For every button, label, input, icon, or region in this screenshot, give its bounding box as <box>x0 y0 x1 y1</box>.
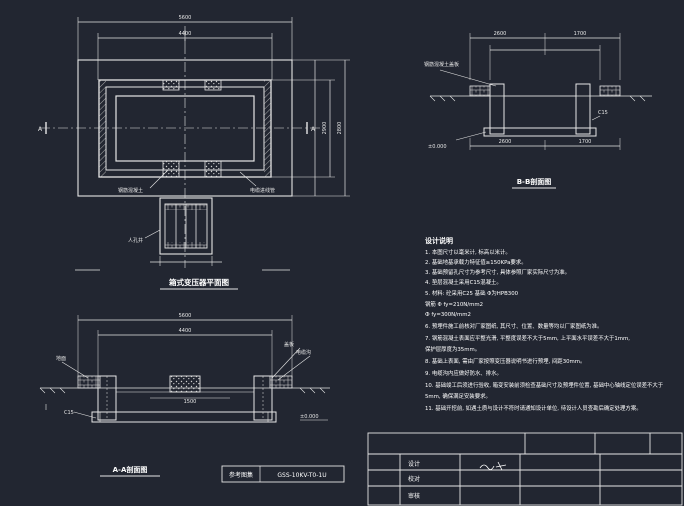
section-a-label-c15: C15 <box>64 410 74 416</box>
plan-dim-overall: 5600 <box>179 15 192 21</box>
notes-list: 1. 本图尺寸以毫米计, 标高以米计。 2. 基础地基承载力特征值≥150KPa… <box>425 248 664 412</box>
note-item: 3. 基础预留孔尺寸为参考尺寸, 具体参照厂家实际尺寸为准。 <box>425 268 570 276</box>
title-block-row3: 审核 <box>408 492 420 500</box>
note-item: 9. 电缆沟内应做好防水、排水。 <box>425 369 502 377</box>
note-item: Ф fy=300N/mm2 <box>425 312 471 318</box>
reference-label: 参考图集 <box>229 471 253 479</box>
note-item: 钢筋 Φ fy=210N/mm2 <box>425 300 483 308</box>
plan-title: 箱式变压器平面图 <box>169 277 229 287</box>
note-item: 5mm, 确保满足安装要求。 <box>425 392 491 400</box>
title-block-row2: 校对 <box>408 475 420 483</box>
plan-section-mark-left: A <box>38 126 43 133</box>
plan-section-mark-right: A <box>311 126 316 133</box>
note-item: 11. 基础开挖前, 如遇土质与设计不符时请通知设计单位, 待设计人员查勘后确定… <box>425 404 642 412</box>
plan-label-duct: 电缆进线管 <box>250 187 275 194</box>
plan-label-fence: 钢筋混凝土 <box>118 187 143 194</box>
section-a-title: A-A剖面图 <box>113 465 148 474</box>
note-item: 4. 垫层混凝土采用C15混凝土。 <box>425 278 502 286</box>
note-item: 2. 基础地基承载力特征值≥150KPa要求。 <box>425 258 527 266</box>
section-a-label-level: ±0.000 <box>300 414 319 420</box>
note-item: 10. 基础竣工后须进行验收, 箱变安装前须检查基础尺寸及预埋件位置, 基础中心… <box>425 381 664 389</box>
notes-heading: 设计说明 <box>425 236 453 245</box>
plan-label-pit: 人孔井 <box>128 237 143 244</box>
plan-dim-right-b: 2800 <box>337 122 343 135</box>
plan-view <box>40 17 350 271</box>
section-a-label-ground: 地面 <box>56 355 66 362</box>
section-b-dim-3: 2600 <box>499 139 512 145</box>
plan-dim-right-a: 2900 <box>322 122 328 135</box>
title-block <box>367 432 683 506</box>
section-a-label-cable: 电缆沟 <box>296 349 311 356</box>
note-item: 6. 预埋件施工前核对厂家图纸, 其尺寸、位置、数量等均以厂家图纸为准。 <box>425 322 602 330</box>
section-a-view <box>39 315 330 423</box>
section-b-label-level: ±0.000 <box>428 144 447 150</box>
note-item: 5. 材料: 砼采用C25 基础 Φ为HPB300 <box>425 289 519 297</box>
section-a-label-cover: 盖板 <box>284 341 294 348</box>
note-item: 保护层厚度为35mm。 <box>425 345 480 353</box>
signature-mark <box>479 461 507 471</box>
section-b-dim-4: 1700 <box>579 139 592 145</box>
section-b-dim-1: 2600 <box>494 31 507 37</box>
section-a-dim-1: 5600 <box>179 313 192 319</box>
section-b-label-c15: C15 <box>598 110 608 116</box>
note-item: 7. 钢筋混凝土表面应平整光滑, 平整度误差不大于5mm, 上平面水平误差不大于… <box>425 334 630 342</box>
title-block-row1: 设计 <box>408 460 420 468</box>
note-item: 8. 基础上表面, 需由厂家按照变压器说明书进行预埋, 间距30mm。 <box>425 357 585 365</box>
section-b-view <box>429 33 652 150</box>
reference-box <box>221 465 345 483</box>
plan-dim-inner: 4400 <box>179 31 192 37</box>
section-b-title: B-B剖面图 <box>517 177 552 186</box>
section-a-dim-2: 4400 <box>179 328 192 334</box>
section-b-dim-2: 1700 <box>574 31 587 37</box>
reference-code: GSS-10KV-T0-1U <box>277 472 326 479</box>
note-item: 1. 本图尺寸以毫米计, 标高以米计。 <box>425 248 511 256</box>
section-a-dim-bottom: 1500 <box>184 399 197 405</box>
section-b-label-cover: 钢筋混凝土盖板 <box>424 61 459 68</box>
